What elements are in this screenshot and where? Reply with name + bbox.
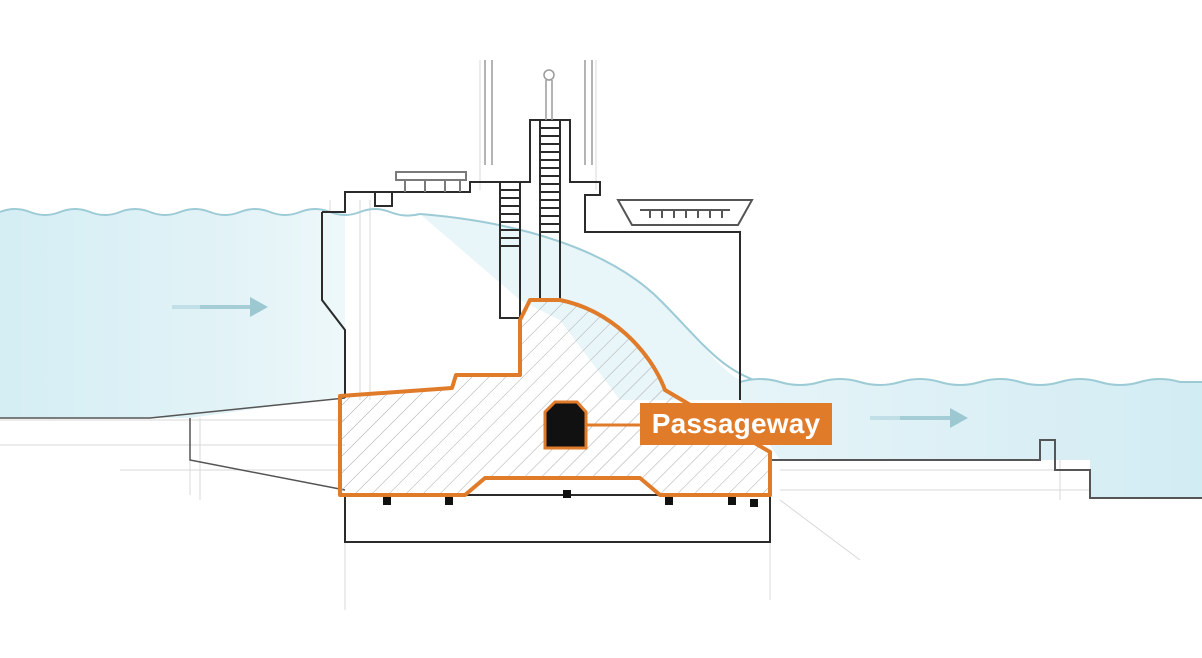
- downstream-channel: [770, 439, 1202, 499]
- upstream-water: [0, 209, 345, 418]
- upstream-flow-arrow: [172, 297, 268, 317]
- downstream-water: [740, 379, 1202, 498]
- bridge-truss: [616, 199, 754, 226]
- gate-rungs: [500, 127, 560, 247]
- downstream-flow-arrow: [870, 408, 968, 428]
- passageway-callout-label: Passageway: [640, 403, 832, 445]
- upstream-apron: [0, 397, 346, 491]
- upstream-water-surface: [0, 208, 421, 217]
- dam-superstructure: [321, 119, 741, 400]
- deck-railing-left: [395, 171, 467, 192]
- spillway-water-line: [419, 213, 761, 383]
- downstream-water-surface: [739, 378, 1202, 386]
- passageway-tunnel: [543, 400, 588, 450]
- dam-foundation: [344, 490, 771, 543]
- hoist-top-icon: [543, 69, 555, 81]
- gate-hoist: [484, 60, 593, 165]
- highlighted-dam-body: [338, 298, 772, 497]
